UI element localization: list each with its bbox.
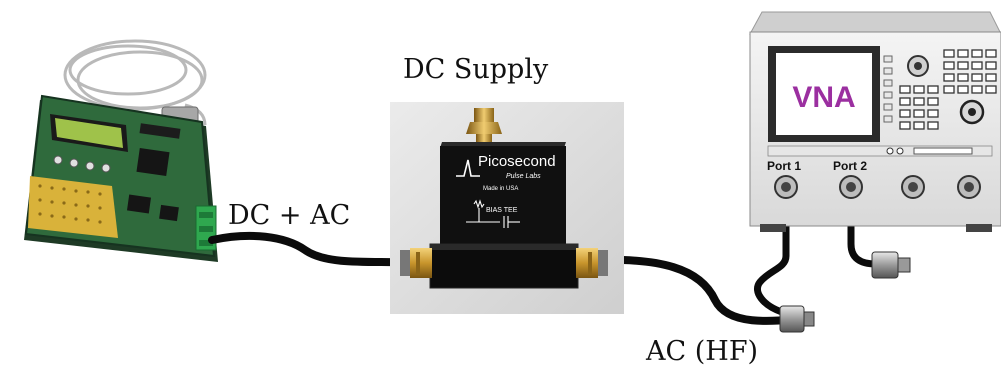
dc-ac-label: DC + AC xyxy=(228,202,350,229)
port2-cable-terminator xyxy=(872,252,898,278)
cable-dc-ac xyxy=(212,236,418,262)
bias-tee-base xyxy=(430,244,578,288)
right-sma-connector xyxy=(576,248,598,278)
left-sma-connector xyxy=(410,248,432,278)
bias-tee: Picosecond Pulse Labs Made in USA BIAS T… xyxy=(390,102,624,314)
development-board xyxy=(24,41,218,262)
vna-screen-text: VNA xyxy=(792,81,855,114)
microcontroller xyxy=(136,148,169,176)
port1-label: Port 1 xyxy=(767,159,801,173)
port1-cable-adapter xyxy=(780,306,804,332)
ac-hf-label: AC (HF) xyxy=(646,338,758,365)
cable-end-connectors xyxy=(780,252,910,332)
port2-label: Port 2 xyxy=(833,159,867,173)
bias-tee-name: BIAS TEE xyxy=(486,207,518,214)
bias-tee-subbrand: Pulse Labs xyxy=(506,173,541,180)
bias-tee-brand: Picosecond xyxy=(478,153,556,170)
bias-tee-made-in: Made in USA xyxy=(483,186,518,192)
vna-instrument: VNA Port 1 Port 2 xyxy=(750,12,1001,232)
prototype-area xyxy=(28,176,118,238)
dc-supply-label: DC Supply xyxy=(403,56,548,83)
